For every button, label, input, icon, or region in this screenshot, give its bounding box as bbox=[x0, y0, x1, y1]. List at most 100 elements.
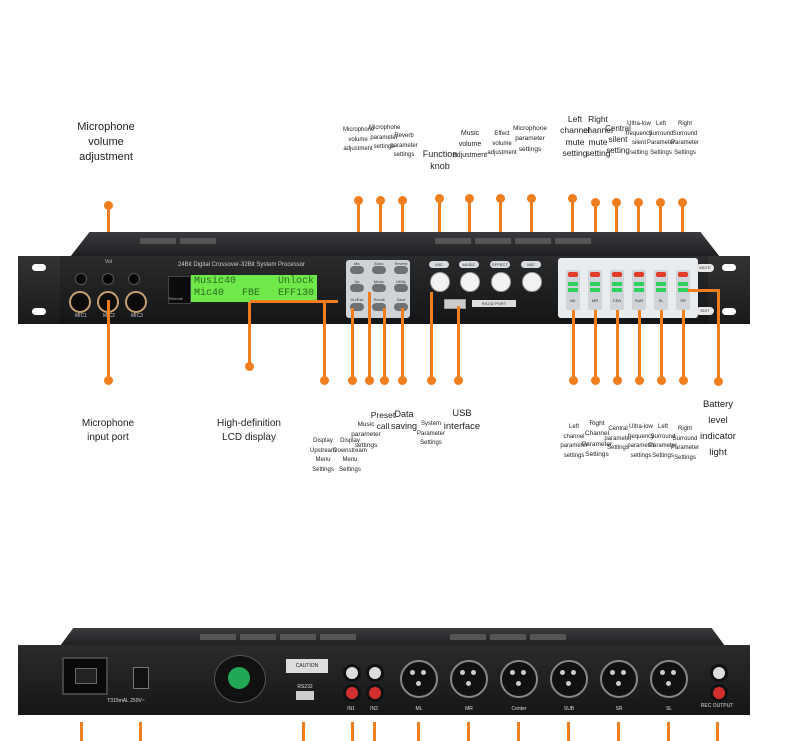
level-led bbox=[678, 288, 688, 292]
mic3-jack[interactable] bbox=[125, 291, 147, 313]
effect-function-button[interactable]: EFFECT bbox=[490, 261, 510, 268]
mute-button[interactable]: MUTE bbox=[696, 264, 714, 272]
label-music-param: Music parameter settings bbox=[351, 421, 381, 449]
mic-function-button[interactable]: MIC bbox=[429, 261, 449, 268]
label-function-knob: Function knob bbox=[422, 149, 458, 172]
output-xlr[interactable] bbox=[500, 660, 538, 698]
rs232-port[interactable] bbox=[296, 691, 314, 700]
mute-led[interactable] bbox=[590, 272, 600, 277]
save-key[interactable] bbox=[394, 303, 408, 311]
input-rca-red[interactable] bbox=[366, 684, 384, 702]
leader-dot bbox=[365, 376, 374, 385]
leader-line bbox=[572, 310, 575, 380]
mute-led[interactable] bbox=[612, 272, 622, 277]
output-xlr[interactable] bbox=[400, 660, 438, 698]
vent bbox=[320, 634, 356, 640]
leader-dot bbox=[454, 376, 463, 385]
mount-hole bbox=[32, 308, 46, 315]
usb-port[interactable] bbox=[444, 299, 466, 309]
utility-key[interactable] bbox=[394, 284, 408, 292]
vent bbox=[450, 634, 486, 640]
leader-dot bbox=[569, 376, 578, 385]
back-panel-top bbox=[60, 628, 725, 646]
vent bbox=[555, 238, 591, 244]
meter-mr bbox=[588, 270, 602, 310]
mic1-volume-knob[interactable] bbox=[75, 273, 87, 285]
mic-key[interactable] bbox=[350, 266, 364, 274]
leader-line bbox=[594, 310, 597, 380]
level-led bbox=[678, 282, 688, 286]
mic1-jack[interactable] bbox=[69, 291, 91, 313]
key-label: Utility bbox=[396, 279, 406, 284]
mic-volume-knob[interactable] bbox=[430, 272, 450, 292]
edit-button[interactable]: EDIT bbox=[696, 307, 714, 315]
down-esc-key[interactable] bbox=[350, 303, 364, 311]
leader-line bbox=[716, 722, 719, 741]
level-led bbox=[568, 288, 578, 292]
output-xlr[interactable] bbox=[650, 660, 688, 698]
leader-line bbox=[667, 722, 670, 741]
meter-sr bbox=[676, 270, 690, 310]
leader-line bbox=[302, 722, 305, 741]
lcd-line2-right: EFF130 bbox=[277, 288, 314, 299]
music-function-button[interactable]: MUSIC bbox=[459, 261, 479, 268]
leader-line bbox=[567, 722, 570, 741]
leader-dot bbox=[104, 376, 113, 385]
leader-dot bbox=[591, 376, 600, 385]
output-xlr[interactable] bbox=[600, 660, 638, 698]
level-led bbox=[590, 288, 600, 292]
leader-line bbox=[80, 722, 83, 741]
meter-label: MR bbox=[591, 298, 599, 303]
level-led bbox=[612, 282, 622, 286]
input-label: IN2 bbox=[370, 706, 378, 712]
rec-output-white[interactable] bbox=[710, 664, 728, 682]
leader-dot bbox=[679, 376, 688, 385]
label-system-param: System Parameter Settings bbox=[416, 421, 445, 447]
leader-line bbox=[457, 306, 460, 380]
label-right-surround: Right Surround Parameter Settings bbox=[670, 121, 699, 156]
label-battery-level: Battery level indicator light bbox=[700, 399, 736, 459]
label-mic-param-settings: Microphone parameter settings bbox=[513, 125, 547, 153]
leader-line bbox=[660, 310, 663, 380]
lcd-line1-left: Music40 bbox=[194, 276, 237, 287]
mount-hole bbox=[722, 308, 736, 315]
vent bbox=[180, 238, 216, 244]
reverb-key[interactable] bbox=[394, 266, 408, 274]
recall-key[interactable] bbox=[372, 303, 386, 311]
mic2-volume-knob[interactable] bbox=[102, 273, 114, 285]
label-left-surround-param: Left Surround Parameter Settings bbox=[648, 424, 677, 459]
meter-panel bbox=[558, 258, 698, 318]
label-central-param: Central parameter Settings bbox=[604, 426, 632, 452]
front-panel-top bbox=[70, 232, 720, 257]
up-key[interactable] bbox=[350, 284, 364, 292]
music-key[interactable] bbox=[372, 284, 386, 292]
mute-led[interactable] bbox=[634, 272, 644, 277]
leader-line bbox=[368, 292, 371, 380]
mic3-volume-knob[interactable] bbox=[128, 273, 140, 285]
mute-led[interactable] bbox=[568, 272, 578, 277]
key-label: Reverb bbox=[394, 261, 408, 266]
rec-output-red[interactable] bbox=[710, 684, 728, 702]
label-music-volume: Music volume adjustment bbox=[452, 130, 488, 160]
input-rca-red[interactable] bbox=[343, 684, 361, 702]
power-socket[interactable] bbox=[62, 657, 108, 695]
mic1-label: MIC1 bbox=[75, 313, 87, 319]
output-label: SL bbox=[665, 706, 673, 712]
effect-volume-knob[interactable] bbox=[491, 272, 511, 292]
mic-param-knob[interactable] bbox=[522, 272, 542, 292]
input-rca-white[interactable] bbox=[366, 664, 384, 682]
output-xlr[interactable] bbox=[450, 660, 488, 698]
output-xlr[interactable] bbox=[550, 660, 588, 698]
mic-param-function-button[interactable]: MIC bbox=[521, 261, 541, 268]
fuse-holder[interactable] bbox=[133, 667, 149, 689]
label-preset-call: Preset call bbox=[370, 410, 396, 432]
mute-led[interactable] bbox=[656, 272, 666, 277]
level-led bbox=[656, 288, 666, 292]
input-rca-white[interactable] bbox=[343, 664, 361, 682]
leader-dot bbox=[245, 362, 254, 371]
music-volume-knob[interactable] bbox=[460, 272, 480, 292]
label-mic-input: Microphone input port bbox=[81, 418, 135, 443]
mute-led[interactable] bbox=[678, 272, 688, 277]
echo-key[interactable] bbox=[372, 266, 386, 274]
leader-line bbox=[617, 722, 620, 741]
